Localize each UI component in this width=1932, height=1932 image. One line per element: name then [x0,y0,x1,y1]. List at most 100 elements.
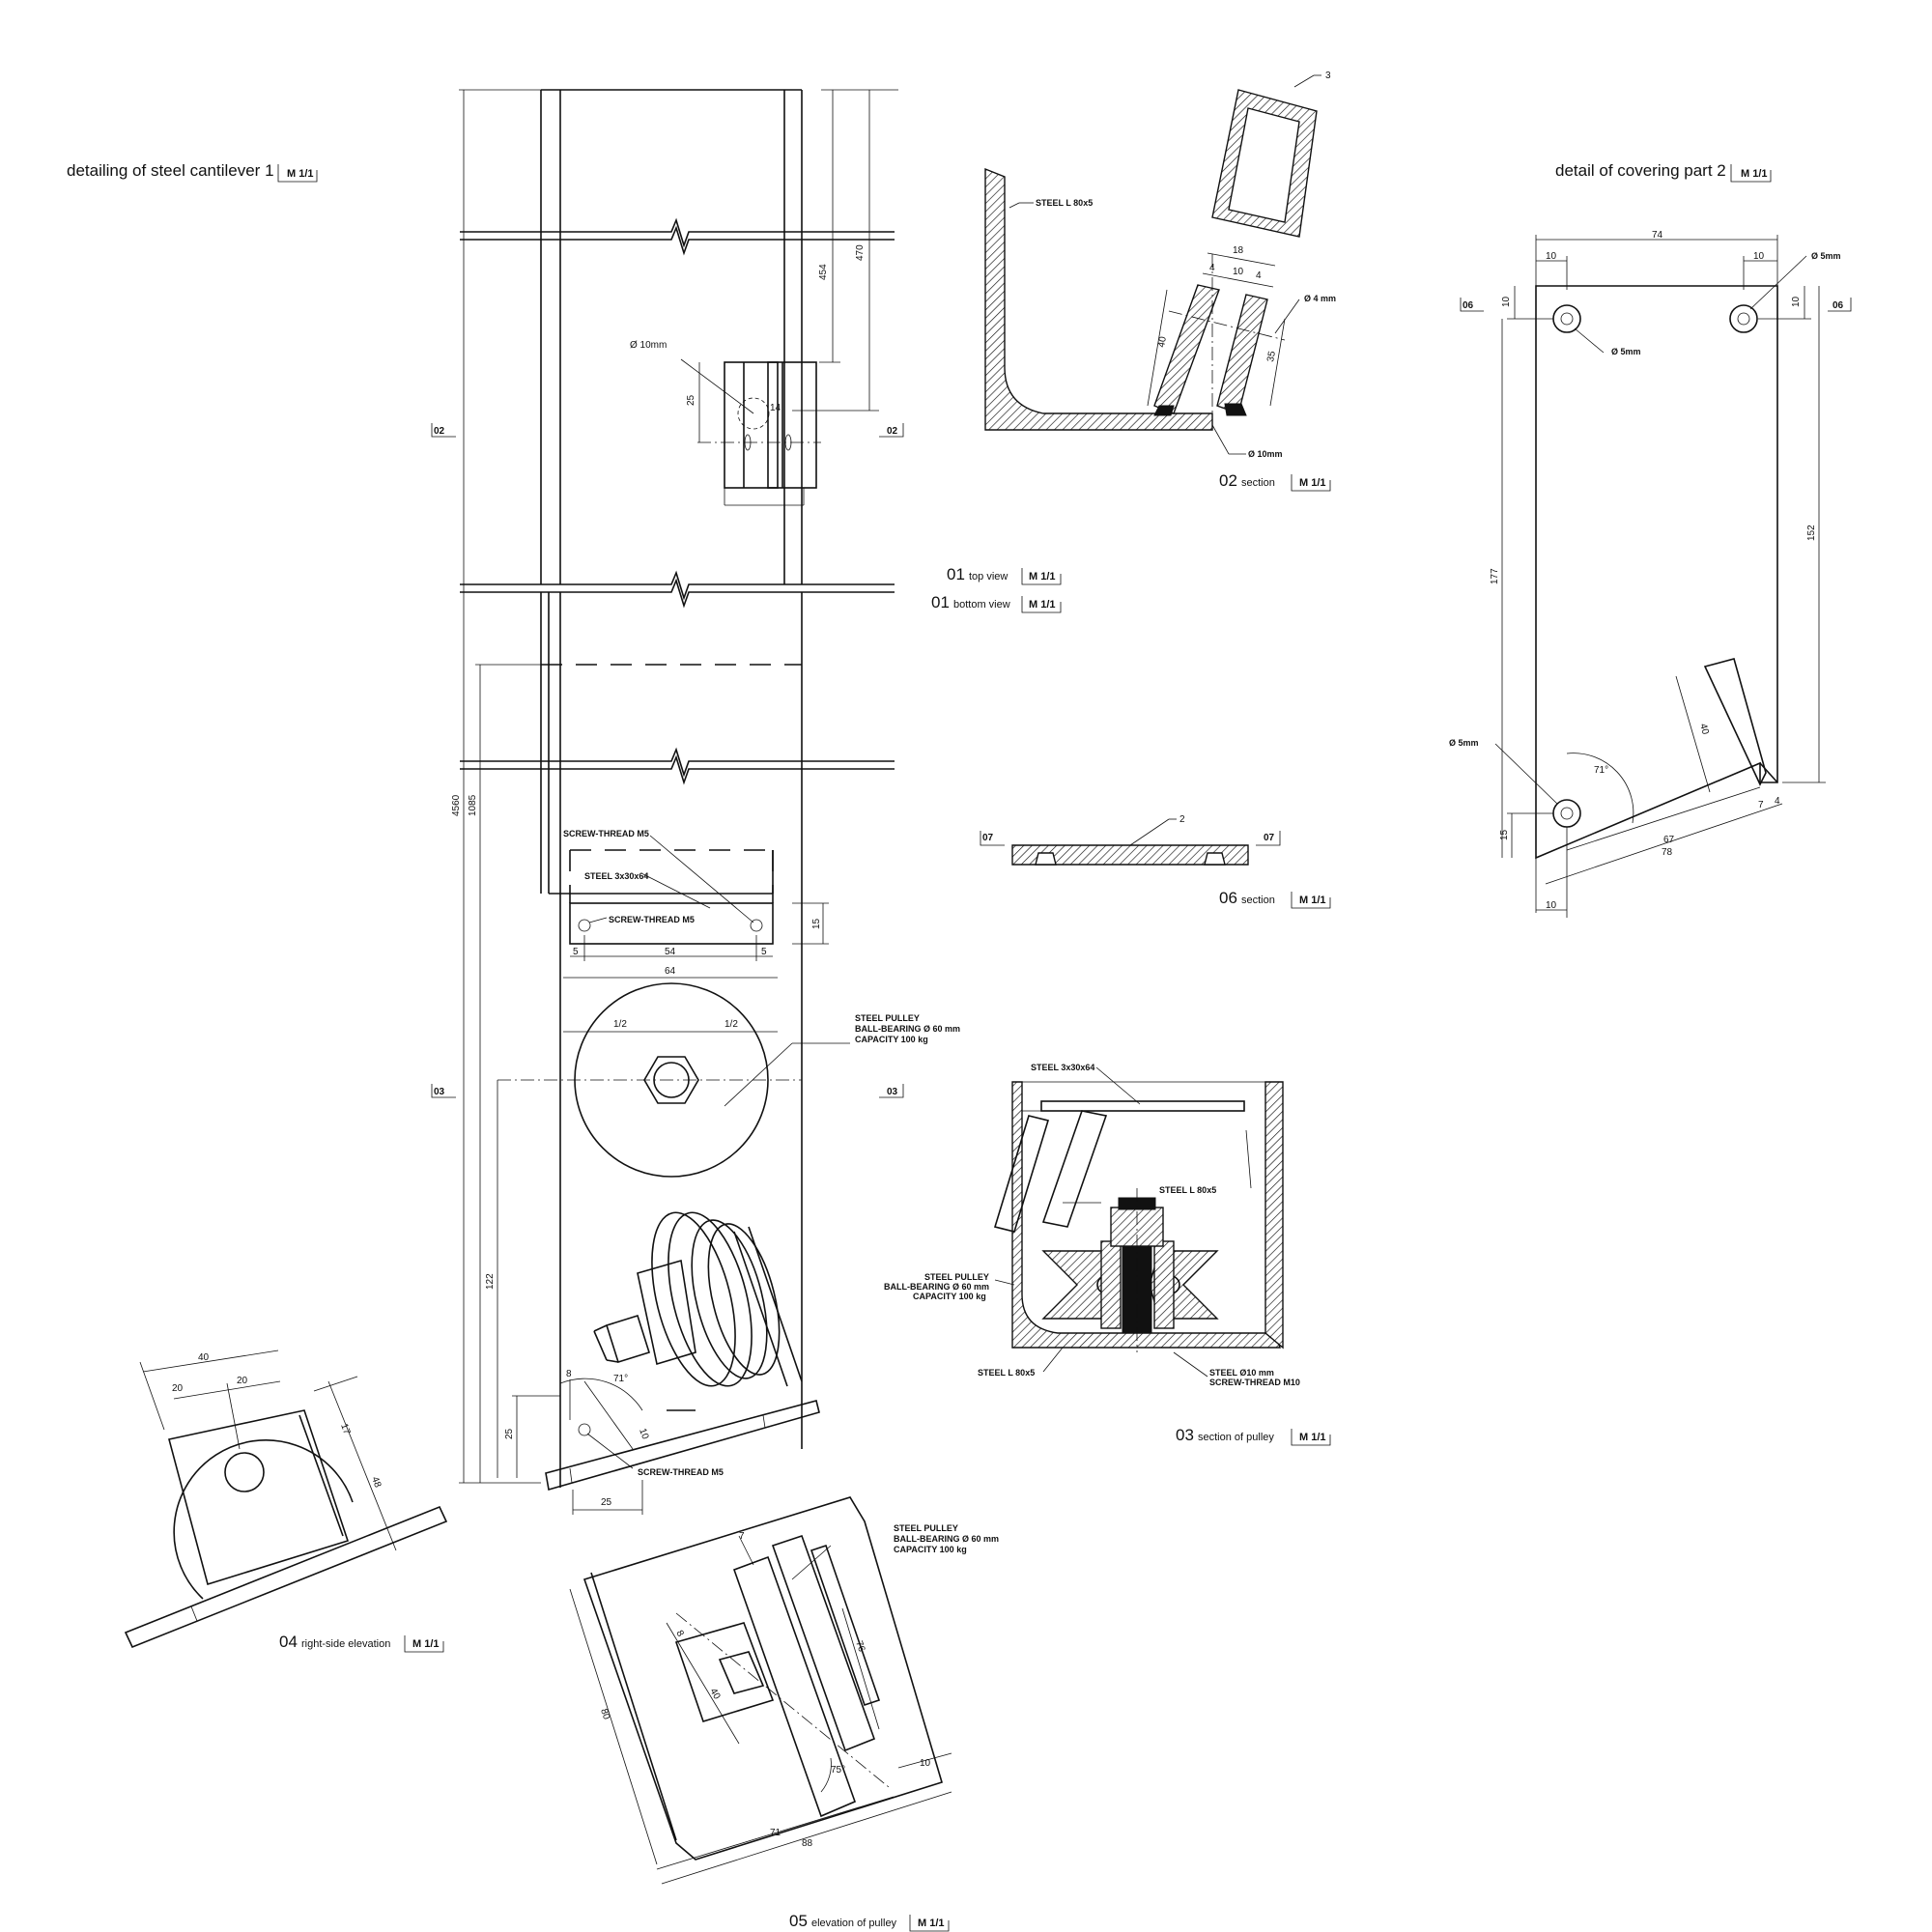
label-screw-thread: SCREW-THREAD M5 [638,1467,724,1477]
screw-hole [578,1423,591,1436]
dim-text: 88 [802,1838,813,1849]
title-covering-scale: M 1/1 [1741,168,1768,180]
section-mark-07: 07 [1264,833,1275,843]
dim-text: 80 [598,1708,611,1721]
label-steel-plate: STEEL 3x30x64 [584,871,648,881]
label-bolt-10: Ø 10mm [1248,449,1283,459]
caption-scale: M 1/1 [1299,1432,1326,1443]
section-mark-06: 06 [1463,300,1474,311]
dim-text: 1/2 [724,1019,738,1030]
section-mark-03: 03 [887,1087,898,1097]
dim-text: 7 [739,1531,745,1542]
dim-text: 78 [1662,847,1673,858]
label-steel-angle: STEEL L 80x5 [978,1368,1035,1378]
dim-text: 1/2 [613,1019,627,1030]
break-line [460,747,895,778]
caption-text: elevation of pulley [811,1918,897,1929]
hole-5mm [1729,304,1758,333]
bracket-block [168,1409,350,1586]
dim-text: 8 [566,1369,572,1379]
dim-text: 5 [573,947,579,957]
label-screw-thread: SCREW-THREAD M5 [563,829,649,838]
section-mark-02: 02 [434,426,445,437]
dim-text: 40 [1156,335,1169,348]
pulley-wheel [651,1211,736,1387]
steel-plate [569,902,774,945]
dim-text: 35 [1265,350,1278,362]
dim-text: 10 [920,1758,931,1769]
dim-text: 18 [1233,245,1244,256]
view-06-section: 2 07 07 [980,814,1281,866]
view-04-right-side: 40 20 20 17 48 [124,1350,448,1649]
bolt-hole-10 [737,397,770,430]
dim-text: 8 [673,1629,686,1639]
axle-hole [224,1452,265,1492]
dim-text: 71 [770,1828,781,1838]
label-hole-10: Ø 10mm [630,340,667,351]
dim-text: 10 [637,1427,650,1441]
dim-text: 54 [665,947,676,957]
break-line [460,570,895,601]
dim-text: 4 [1256,270,1262,281]
dim-text: 64 [665,966,676,977]
pulley-wheel [732,1555,857,1818]
dim-text: 1085 [468,794,478,816]
hex-nut [643,1056,699,1104]
section-mark-07: 07 [982,833,994,843]
caption-03: 03 section of pulley M 1/1 [1176,1426,1331,1446]
caption-scale: M 1/1 [1299,477,1326,489]
caption-scale: M 1/1 [412,1638,440,1650]
bracket-block [724,361,779,489]
steel-angle-section [984,167,1213,431]
dim-text: 40 [1697,723,1711,736]
caption-text: section of pulley [1198,1432,1274,1443]
scale-bracket [277,164,318,183]
section-mark-03: 03 [434,1087,445,1097]
caption-number: 01 [931,593,950,611]
caption-text: right-side elevation [301,1638,390,1650]
base-plate [545,1400,820,1492]
dim-text: 122 [485,1273,496,1290]
caption-scale: M 1/1 [1029,571,1056,582]
view-02-section: STEEL L 80x5 3 18 4 10 4 40 35 Ø 4 mm Ø … [984,71,1336,459]
caption-06: 06 section M 1/1 [1219,889,1331,909]
caption-05: 05 elevation of pulley M 1/1 [789,1912,950,1932]
label-hole-5mm: Ø 5mm [1811,251,1841,261]
section-mark-02: 02 [887,426,898,437]
caption-text: section [1241,477,1275,489]
hatched-part [1153,284,1220,414]
label-steel-angle: STEEL L 80x5 [1036,198,1093,208]
label-steel-plate: STEEL 3x30x64 [1031,1063,1094,1072]
caption-number: 03 [1176,1426,1194,1444]
bracket-block [767,361,817,489]
dim-text: 10 [1501,296,1512,307]
dim-text: 76 [853,1639,867,1654]
item-number-3: 3 [1325,71,1331,81]
caption-02: 02 section M 1/1 [1219,471,1331,492]
title-covering-text: detail of covering part 2 [1555,161,1726,180]
dim-text: 454 [818,264,829,280]
dim-text: 4 [1209,263,1215,273]
dim-text: 71° [613,1374,628,1384]
steel-plate [1040,1100,1245,1112]
dim-text: 177 [1490,568,1500,584]
screw-hole [578,919,591,932]
hex-nut [718,1651,765,1694]
dim-text: 470 [855,244,866,261]
dim-text: 74 [1652,230,1663,241]
label-hole-4: Ø 4 mm [1304,294,1336,303]
mounting-plate [582,1496,943,1861]
hex-nut [605,1314,651,1364]
dim-text: 10 [1791,296,1802,307]
dim-text: 20 [172,1383,184,1394]
dim-text: 152 [1806,525,1817,541]
hole-5mm [1552,304,1581,333]
caption-number: 01 [947,565,965,583]
dim-text: 75° [831,1765,845,1776]
dim-text: 40 [198,1352,210,1363]
view-01-cantilever: 25 14 Ø 10mm 454 470 02 02 4560 1085 SCR… [431,89,960,1515]
caption-number: 06 [1219,889,1237,907]
